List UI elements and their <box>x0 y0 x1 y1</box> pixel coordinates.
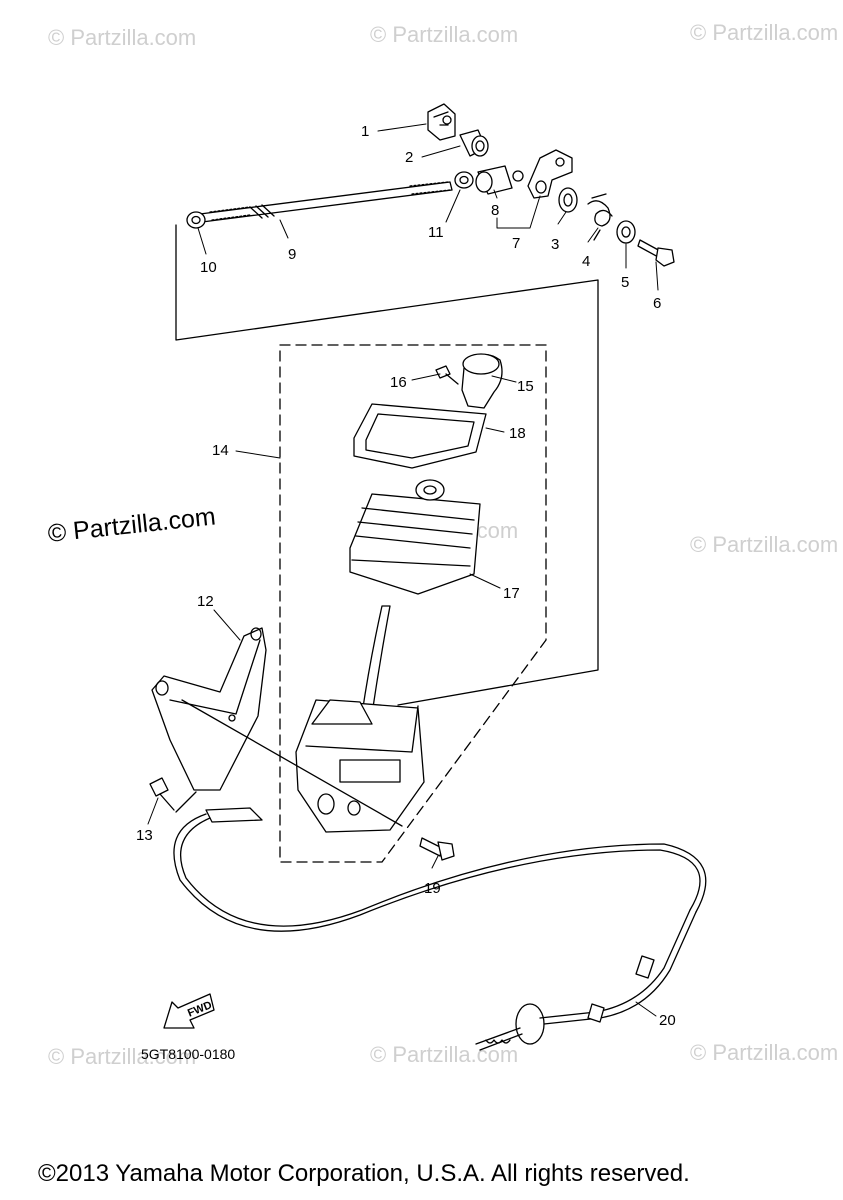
alignment-line-12 <box>181 699 403 827</box>
callout-8: 8 <box>491 202 499 219</box>
part-9-shift-rod <box>199 181 453 223</box>
group-14-dashed-box <box>279 344 547 863</box>
leader-13b <box>175 791 197 813</box>
copyright-notice: ©2013 Yamaha Motor Corporation, U.S.A. A… <box>38 1160 690 1187</box>
part-7-lever <box>527 149 573 199</box>
callout-7: 7 <box>512 235 520 252</box>
callout-19: 19 <box>424 880 441 897</box>
callout-20: 20 <box>659 1012 676 1029</box>
part-8-joint <box>475 165 524 195</box>
part-2-bushing <box>459 129 489 157</box>
callout-12: 12 <box>197 593 214 610</box>
part-5-washer <box>616 220 636 244</box>
callout-13: 13 <box>136 827 153 844</box>
callout-5: 5 <box>621 274 629 291</box>
callout-17: 17 <box>503 585 520 602</box>
part-4-spring <box>587 193 613 241</box>
callout-16: 16 <box>390 374 407 391</box>
callout-14: 14 <box>212 442 229 459</box>
watermark-top-center: © Partzilla.com <box>370 22 519 47</box>
part-20-cable <box>173 807 707 1051</box>
leader-lines <box>147 123 659 1017</box>
assembly-link-line <box>175 224 599 706</box>
watermark-bottom-right: © Partzilla.com <box>690 1040 839 1065</box>
part-16-screw <box>435 365 459 385</box>
callout-10: 10 <box>200 259 217 276</box>
part-18-frame <box>353 403 487 469</box>
part-10-nut <box>186 211 206 229</box>
callout-15: 15 <box>517 378 534 395</box>
callout-18: 18 <box>509 425 526 442</box>
part-19-bolt <box>419 837 455 861</box>
watermark-bottom-left: © Partzilla.com <box>48 1044 197 1069</box>
callout-6: 6 <box>653 295 661 312</box>
part-6-bolt <box>637 239 675 267</box>
shift-lever-shaft <box>361 605 391 715</box>
watermark-top-right: © Partzilla.com <box>690 20 839 45</box>
callout-4: 4 <box>582 253 590 270</box>
diagram-code: 5GT8100-0180 <box>141 1046 236 1062</box>
part-13-bolt <box>149 777 197 813</box>
callout-1: 1 <box>361 123 369 140</box>
callout-9: 9 <box>288 246 296 263</box>
fwd-arrow-icon <box>163 993 215 1029</box>
callout-11: 11 <box>428 224 444 241</box>
part-1-clip <box>427 103 456 141</box>
callout-3: 3 <box>551 236 559 253</box>
part-3-washer <box>558 187 578 213</box>
part-15-knob <box>461 353 503 409</box>
callout-2: 2 <box>405 149 413 166</box>
watermark-mid-right: © Partzilla.com <box>690 532 839 557</box>
part-12-bracket <box>151 627 267 791</box>
part-17-boot <box>349 479 481 595</box>
part-11-nut <box>454 171 474 189</box>
watermark-top-left: © Partzilla.com <box>48 25 197 50</box>
watermark-bottom-center: © Partzilla.com <box>370 1042 519 1067</box>
part-14-housing <box>295 699 425 833</box>
